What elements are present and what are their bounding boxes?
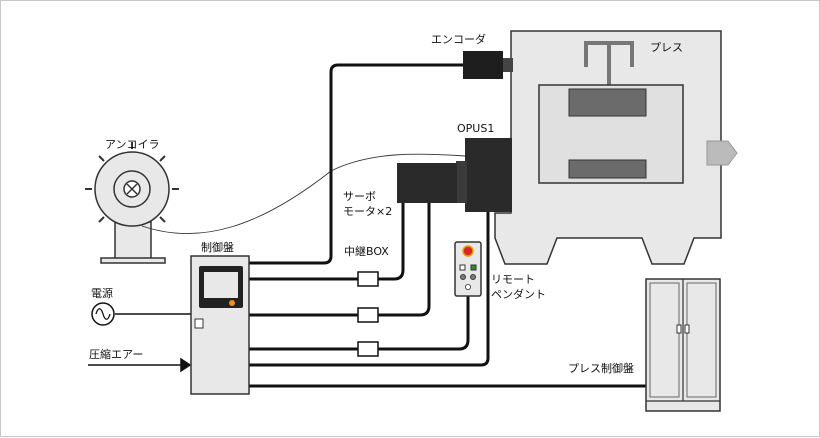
pendant-label-line2: ペンダント [491, 287, 546, 301]
servo-motor-main [465, 138, 512, 212]
encoder-cable [249, 63, 463, 265]
pendant-button-2 [470, 264, 477, 271]
control-panel [190, 255, 250, 395]
upper-die [568, 88, 647, 117]
cable-relay1-out [378, 203, 405, 281]
encoder-body [463, 51, 503, 79]
coil-hub-cross [126, 183, 138, 195]
pendant-body [454, 241, 482, 297]
material-strip [141, 153, 466, 235]
ac-sine-icon [91, 302, 115, 326]
uncoiler-label: アンコイラ [105, 138, 160, 151]
power-label: 電源 [91, 286, 113, 300]
uncoiler-base [100, 257, 166, 264]
pendant-switch-1 [459, 273, 466, 280]
pendant-switch-2 [469, 273, 476, 280]
press-panel-handle-right [684, 324, 690, 334]
relay-box-label: 中継BOX [344, 244, 389, 258]
servo-label-line2: モータ×2 [343, 205, 392, 218]
right-arrow-icon [706, 140, 738, 166]
air-label: 圧縮エアー [89, 347, 143, 361]
control-panel-lock [194, 318, 204, 329]
servo-motor-secondary [397, 163, 457, 203]
press-label: プレス [650, 41, 683, 54]
uncoiler [85, 142, 179, 264]
servo-label-line1: サーボ [343, 190, 376, 203]
cable-relay2-out [378, 203, 431, 317]
cables [249, 63, 646, 388]
press-control-panel [645, 278, 721, 412]
press-panel-label: プレス制御盤 [568, 361, 634, 375]
lower-die [568, 159, 647, 179]
press-panel-handle-left [676, 324, 682, 334]
input-lines [88, 313, 192, 373]
pendant-button-1 [459, 264, 466, 271]
servo-motor-flange [456, 161, 467, 203]
relay-boxes [357, 271, 379, 357]
pendant-label-line1: リモート [491, 273, 535, 286]
opus-label: OPUS1 [457, 122, 494, 135]
servo-motor-unit [397, 138, 512, 212]
encoder [463, 51, 513, 79]
relay-box-3 [357, 341, 379, 357]
pendant-switch-3 [464, 283, 471, 290]
uncoiler-stand [114, 221, 152, 261]
remote-pendant [454, 241, 482, 297]
press-machine [494, 30, 738, 265]
cable-servo-main [249, 212, 490, 367]
control-panel-label: 制御盤 [201, 240, 234, 254]
emergency-stop-icon [462, 245, 474, 257]
encoder-label: エンコーダ [431, 32, 486, 46]
air-arrow-icon [180, 357, 192, 373]
cable-pendant [378, 296, 470, 351]
control-panel-indicator [229, 300, 235, 306]
press-panel-door-left [649, 282, 680, 398]
press-panel-door-right [686, 282, 717, 398]
control-panel-screen [204, 272, 238, 298]
relay-box-1 [357, 271, 379, 287]
encoder-shaft [503, 58, 513, 72]
relay-box-2 [357, 307, 379, 323]
